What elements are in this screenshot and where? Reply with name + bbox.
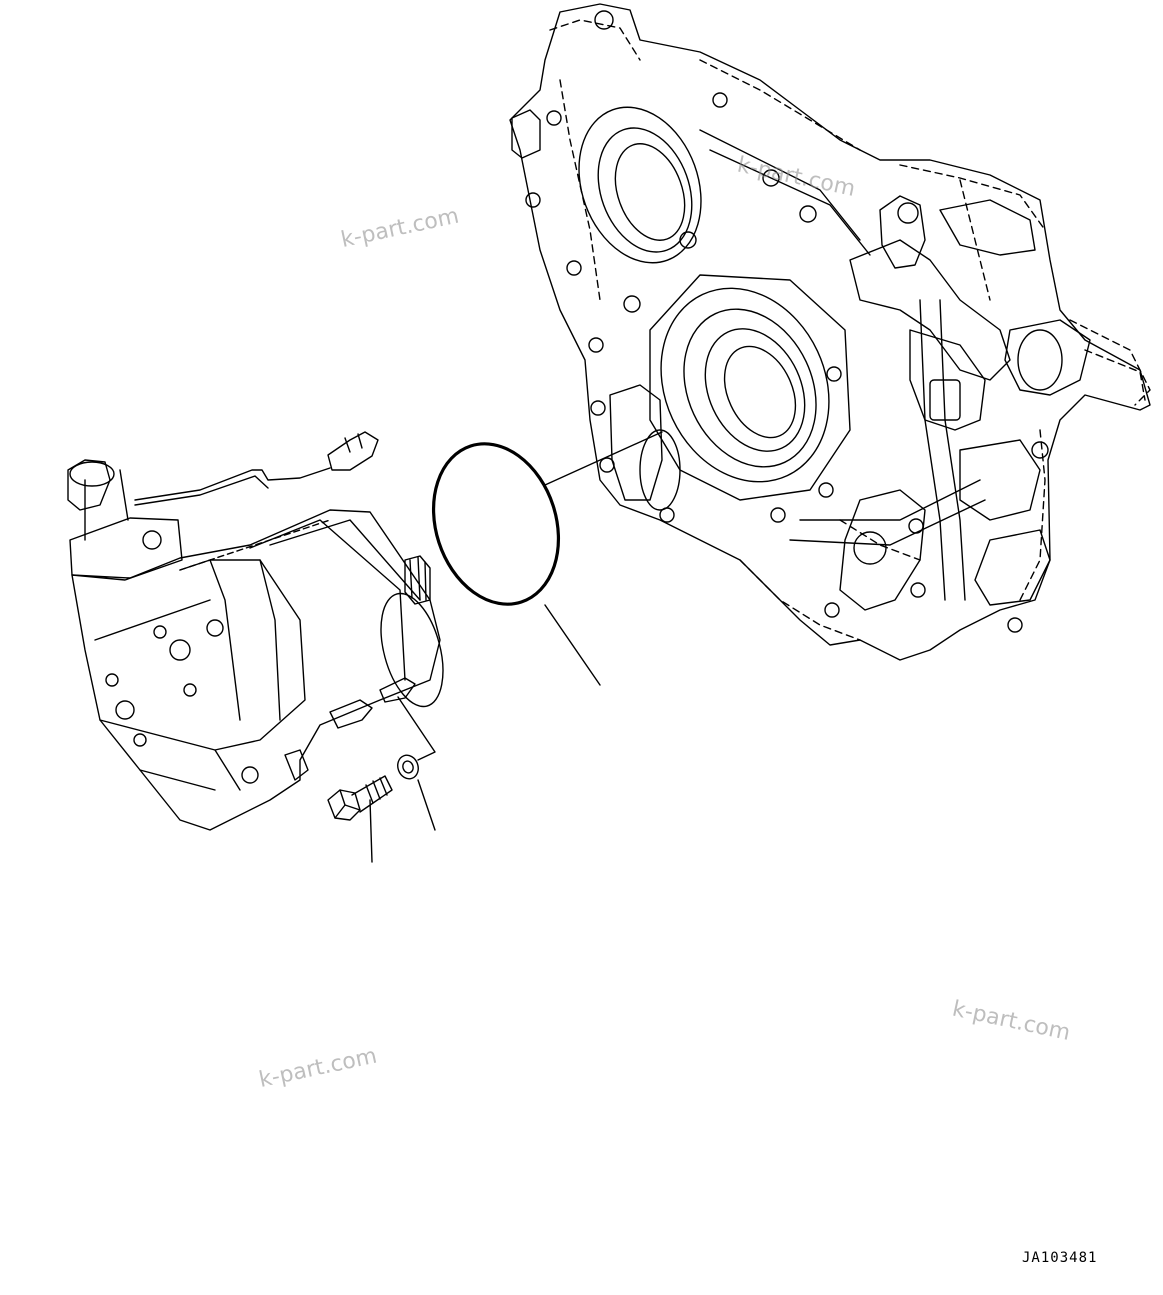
hydraulic-motor — [67, 431, 444, 831]
transmission-case — [509, 3, 1151, 661]
bolt — [327, 775, 393, 821]
leader-lines — [369, 431, 663, 863]
drawing-number: JA103481 — [1022, 1250, 1098, 1266]
case-bolt-bosses — [525, 10, 1049, 633]
washer — [397, 754, 419, 780]
o-ring — [431, 442, 561, 606]
